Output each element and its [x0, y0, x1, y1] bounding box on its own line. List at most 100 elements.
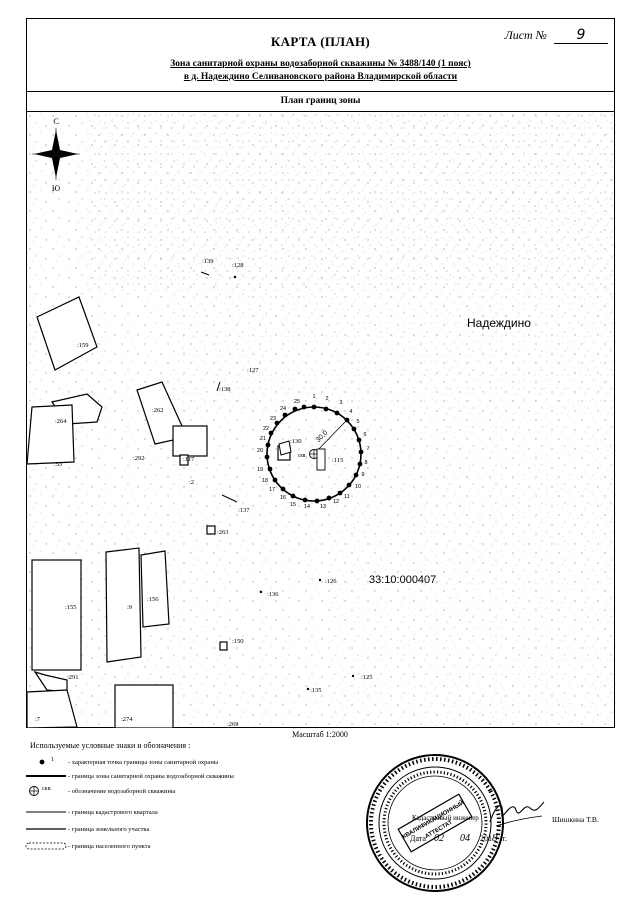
label-139: :139	[202, 258, 214, 265]
executor-name: Шишкина Т.В.	[552, 815, 599, 824]
point-4-label: 4	[349, 409, 352, 415]
label-7: :7	[35, 716, 41, 723]
label-156: :156	[147, 596, 159, 603]
label-269: :269	[227, 721, 239, 728]
document-subtitle-2: в д. Надеждино Селивановского района Вла…	[183, 72, 458, 82]
point-24-label: 24	[280, 406, 286, 412]
parcel-130-marker	[278, 440, 292, 456]
aerial-texture-dense-top	[87, 112, 616, 292]
label-263: :263	[217, 529, 229, 536]
date-suffix: г.	[502, 834, 507, 843]
legend-title: Используемые условные знаки и обозначени…	[30, 741, 191, 750]
well-label: скв.	[298, 453, 307, 459]
legend-item-text: - граница земельного участка	[68, 825, 150, 833]
sheet-header: КАРТА (ПЛАН) Лист № 9 Зона санитарной ох…	[27, 19, 614, 92]
parcel-150	[219, 641, 228, 651]
point-9-label: 9	[361, 472, 364, 478]
parcel-138-boundary	[216, 381, 221, 392]
date-year-prefix: 201	[479, 834, 492, 843]
point-20-label: 20	[257, 448, 263, 454]
parcel-159	[36, 296, 98, 371]
label-262: :262	[152, 407, 164, 414]
label-2: :2	[189, 479, 194, 486]
label-126: :126	[325, 578, 337, 585]
label-130: :130	[290, 438, 302, 445]
label-264: :264	[55, 418, 67, 425]
parcel-155	[31, 559, 82, 671]
parcel-137-boundary	[221, 494, 238, 503]
parcel-53	[27, 404, 75, 465]
settlement-name: Надеждино	[467, 316, 531, 330]
point-3-label: 3	[339, 400, 342, 406]
date-label: Дата	[410, 834, 426, 843]
settlement-boundary-icon	[24, 839, 68, 853]
compass-rose-icon	[32, 128, 80, 180]
executor-role: Кадастровый инженер	[412, 814, 479, 822]
label-128: :128	[232, 262, 244, 269]
date-day: 02	[433, 833, 444, 844]
zone-boundary-line-icon	[24, 769, 68, 783]
point-5-label: 5	[356, 419, 359, 425]
sheet-number-field: Лист № 9	[505, 27, 608, 44]
point-16-label: 16	[280, 495, 286, 501]
aerial-texture-dense-mid	[177, 292, 616, 412]
label-138: :138	[219, 386, 231, 393]
land-plot-line-icon	[24, 822, 68, 836]
label-127: :127	[247, 367, 259, 374]
legend-item-land-plot: - граница земельного участка	[24, 822, 364, 836]
parcel-263	[206, 525, 216, 535]
legend-item-text: - характерная точка границы зоны санитар…	[68, 758, 219, 766]
point-25-label: 25	[294, 399, 300, 405]
point-2-label: 2	[325, 396, 328, 402]
point-21-label: 21	[260, 436, 266, 442]
parcel-291	[33, 670, 68, 693]
sheet-number: 9	[554, 27, 608, 44]
zone-boundary-map: С Ю	[27, 112, 616, 728]
legend-item-cadastral-quarter: - граница кадастрового квартала	[24, 805, 364, 819]
legend-item-settlement: - граница населенного пункта	[24, 839, 364, 853]
label-117: :117	[183, 456, 195, 463]
point-17-label: 17	[269, 487, 275, 493]
signature	[489, 801, 545, 827]
point-1-label: 1	[312, 394, 315, 400]
parcel-156	[140, 550, 170, 628]
aerial-texture-dense-right	[327, 412, 616, 728]
label-135: :135	[310, 687, 322, 694]
label-115: :115	[332, 457, 343, 464]
parcel-7	[27, 689, 78, 728]
document-subtitle-1: Зона санитарной охраны водозаборной сква…	[170, 59, 471, 69]
legend-item-zone-boundary: - граница зоны санитарной охраны водозаб…	[24, 769, 364, 783]
date-year-suffix: 8	[491, 832, 498, 844]
sanitary-zone-boundary	[264, 404, 364, 504]
point-6-label: 6	[363, 432, 366, 438]
point-7-label: 7	[366, 446, 369, 452]
point-14-label: 14	[304, 504, 310, 510]
point-10-label: 10	[355, 484, 361, 490]
parcel-9	[105, 547, 142, 663]
label-291: :291	[67, 674, 79, 681]
cadastral-quarter-number: 33:10:000407	[369, 574, 436, 586]
map-scale: Масштаб 1:2000	[292, 730, 348, 739]
legend-item-well: скв. - обозначение водозаборной скважины	[24, 784, 364, 798]
label-125: :125	[361, 674, 373, 681]
label-150: :150	[232, 638, 244, 645]
compass-north-label: С	[53, 117, 58, 126]
point-11-label: 11	[344, 494, 350, 500]
legend-item-text: - граница кадастрового квартала	[68, 808, 158, 816]
point-22-label: 22	[263, 426, 269, 432]
parcel-117	[172, 425, 208, 457]
label-159: :159	[77, 342, 89, 349]
parcel-139-boundary	[200, 271, 210, 276]
label-53: :53	[54, 461, 62, 468]
boundary-point-icon: 1	[24, 755, 68, 769]
sheet-label: Лист №	[504, 28, 547, 42]
date-month: 04	[459, 833, 470, 844]
parcel-274	[114, 684, 174, 728]
parcel-115	[316, 448, 326, 471]
point-19-label: 19	[257, 467, 263, 473]
label-9: :9	[127, 604, 132, 611]
point-15-label: 15	[290, 502, 296, 508]
point-23-label: 23	[270, 416, 276, 422]
label-292: :292	[133, 455, 145, 462]
cadastral-quarter-line-icon	[24, 805, 68, 819]
